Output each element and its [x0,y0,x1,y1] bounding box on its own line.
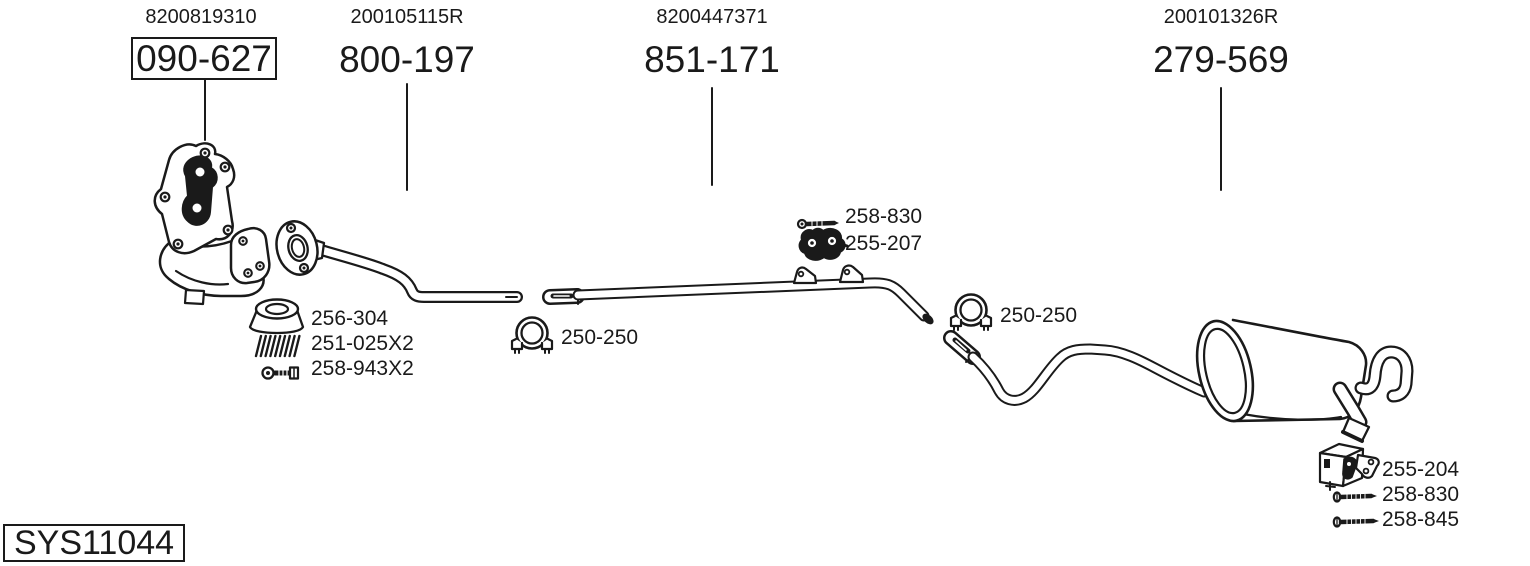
center-pipe-drawing [542,264,934,325]
part-number-3: 851-171 [644,39,780,80]
rear-pipe-drawing [943,330,1210,406]
callout-label-stud-bolt: 258-943X2 [311,357,414,380]
callout-label-spring: 251-025X2 [311,332,414,355]
callout-label-clamp-front: 250-250 [561,326,639,349]
pipe-clamp-icon [949,293,993,332]
bolt-icon [1332,516,1379,528]
part-number-1: 090-627 [131,37,277,80]
callout-label-bracket-rear: 255-204 [1382,458,1460,481]
callout-label-bolt-rear-1: 258-830 [1382,483,1460,506]
part-number-4: 279-569 [1153,39,1289,80]
oe-reference-4: 200101326R [1163,6,1279,28]
callout-label-clamp-rear: 250-250 [1000,304,1078,327]
callout-label-rubber-mount: 255-207 [845,232,923,255]
stud-bolt-icon [261,366,300,380]
hanger-bracket-icon [1318,442,1380,491]
leader-lines [204,79,1222,191]
pipe-clamp-icon [510,316,554,355]
callout-label-bolt-rear-2: 258-845 [1382,508,1460,531]
oe-reference-2: 200105115R [350,6,464,28]
system-code-badge: SYS11044 [3,524,186,562]
rubber-mount-icon [798,227,849,261]
catalytic-converter-drawing [153,142,271,306]
callout-label-bolt-mid: 258-830 [845,205,923,228]
bolt-icon [796,218,839,230]
muffler-drawing [1195,318,1414,443]
part-number-2: 800-197 [339,39,475,80]
callout-label-gasket: 256-304 [311,307,389,330]
front-pipe-drawing [275,220,523,303]
gasket-ring-icon [248,298,305,335]
oe-reference-3: 8200447371 [656,6,768,28]
coil-spring-icon [254,334,301,358]
oe-reference-1: 8200819310 [145,6,257,28]
bolt-icon [1332,491,1377,503]
